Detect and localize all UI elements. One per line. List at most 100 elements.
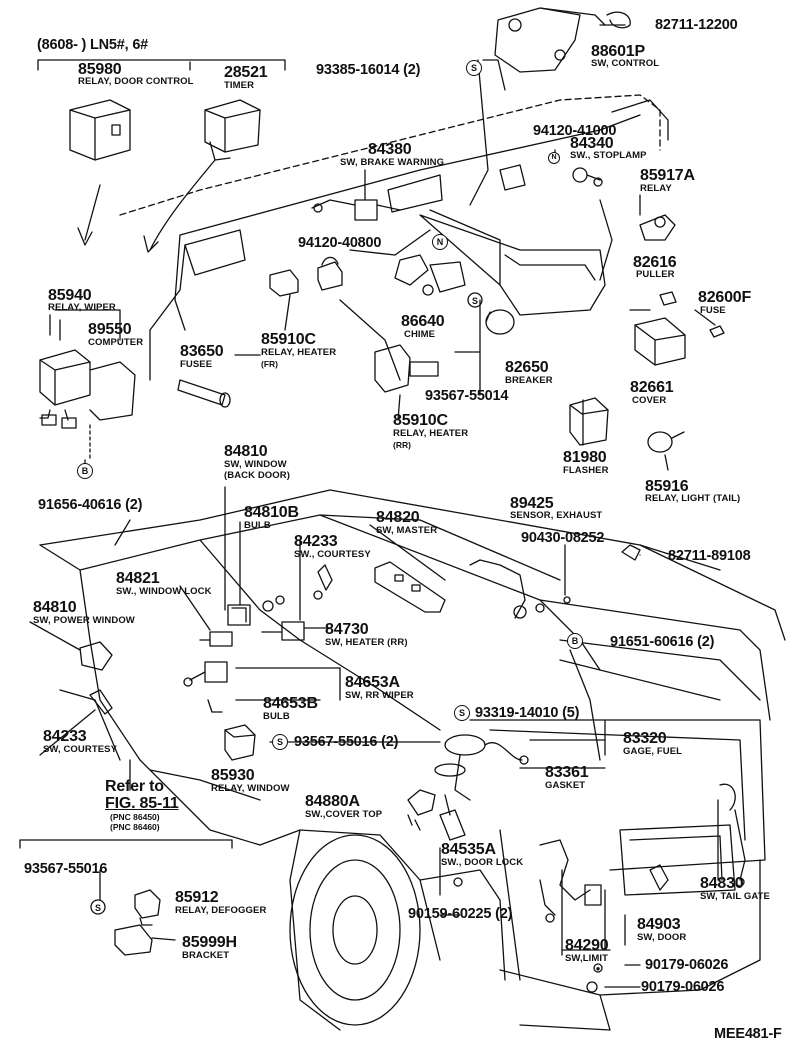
puller-fuse-shape xyxy=(659,291,725,338)
callout-85940-desc: RELAY, WIPER xyxy=(48,302,116,313)
callout-85910c-rr-number: 85910C xyxy=(393,412,448,429)
callout-85910c-fr-sub: (FR) xyxy=(261,359,278,369)
callout-83650-number: 83650 xyxy=(180,343,224,360)
callout-84290-number: 84290 xyxy=(565,937,609,954)
refer-line1: Refer to xyxy=(105,778,164,795)
callout-84535a-desc: SW., DOOR LOCK xyxy=(441,857,524,868)
callout-85910c-rr-sub: (RR) xyxy=(393,440,411,450)
callout-91656-number: 91656-40616 (2) xyxy=(38,497,143,513)
callout-90159-number: 90159-60225 (2) xyxy=(408,906,513,922)
callout-84340-desc: SW., STOPLAMP xyxy=(570,150,647,161)
svg-text:S: S xyxy=(95,903,101,913)
callout-brackets xyxy=(19,149,719,988)
leader xyxy=(54,309,121,341)
callout-84903-number: 84903 xyxy=(637,916,681,933)
relay-85917a-shape xyxy=(639,214,676,241)
chime-shape xyxy=(394,254,466,296)
callout-83320-desc: GAGE, FUEL xyxy=(623,746,683,757)
callout-85999h-desc: BRACKET xyxy=(182,950,230,961)
bulb-84810b-shape xyxy=(262,595,285,612)
callout-90179-a-number: 90179-06026 xyxy=(645,957,729,973)
callout-88601p-desc: SW, CONTROL xyxy=(591,58,660,69)
callout-81980-number: 81980 xyxy=(563,449,607,466)
rr-wiper-switch-shape xyxy=(183,661,228,687)
callout-82600f-desc: FUSE xyxy=(700,305,726,316)
callout-83320-number: 83320 xyxy=(623,730,667,747)
callout-84820-number: 84820 xyxy=(376,509,420,526)
courtesy-switch-low-shape xyxy=(89,689,113,715)
callout-84810b-number: 84810B xyxy=(244,504,299,521)
flasher-shape xyxy=(569,397,609,446)
header-range: (8608- ) LN5#, 6# xyxy=(37,37,149,53)
callout-82661-desc: COVER xyxy=(632,395,667,406)
callout-85910c-fr-desc: RELAY, HEATER xyxy=(261,347,337,358)
callout-85910c-fr-number: 85910C xyxy=(261,331,316,348)
callout-93319-number: 93319-14010 (5) xyxy=(475,705,580,721)
stoplamp-switch-shape xyxy=(572,167,603,187)
callout-94120-41000-number: 94120-41000 xyxy=(533,123,617,139)
tail-gate-switch-shape xyxy=(719,783,746,887)
callout-82616-number: 82616 xyxy=(633,254,677,271)
bolt-90179-b xyxy=(586,981,598,993)
callout-82616-desc: PULLER xyxy=(636,269,675,280)
leader xyxy=(284,294,291,331)
bolt-b-icon: B xyxy=(77,463,93,479)
callout-83361-desc: GASKET xyxy=(545,780,586,791)
callout-89425-number: 89425 xyxy=(510,495,554,512)
screw-symbol xyxy=(467,292,483,308)
callout-84810-back-sub: (BACK DOOR) xyxy=(224,470,291,481)
fuse-cover-shape xyxy=(634,317,686,366)
callout-85930-desc: RELAY, WINDOW xyxy=(211,783,290,794)
callout-84233-top-desc: SW., COURTESY xyxy=(294,549,371,560)
callout-85930-number: 85930 xyxy=(211,767,255,784)
bulb-84653b-shape xyxy=(207,699,223,713)
bolt-symbol xyxy=(563,596,571,604)
callout-84290-desc: SW,LIMIT xyxy=(565,953,609,964)
callout-83650-desc: FUSEE xyxy=(180,359,213,370)
exhaust-sensor-shape xyxy=(469,559,545,619)
callout-85917a-desc: RELAY xyxy=(640,183,672,194)
master-switch-shape xyxy=(374,561,446,613)
pointer-arrows xyxy=(77,159,216,253)
refer-sub1: (PNC 86450) xyxy=(110,812,160,822)
callout-82600f-number: 82600F xyxy=(698,289,752,306)
callout-84821-number: 84821 xyxy=(116,570,160,587)
screw-symbol-low xyxy=(90,899,106,915)
nut-n-icon: N xyxy=(432,234,448,250)
tail-relay-shape xyxy=(647,431,685,453)
relay-door-control-shape xyxy=(69,99,131,161)
callout-84380-desc: SW, BRAKE WARNING xyxy=(340,157,445,168)
fusee-shape xyxy=(177,379,231,408)
callout-84380-number: 84380 xyxy=(368,141,412,158)
callout-85980-number: 85980 xyxy=(78,61,122,78)
heater-switch-rr-shape xyxy=(261,621,305,641)
callout-82650-desc: BREAKER xyxy=(505,375,553,386)
callout-82711-12200-number: 82711-12200 xyxy=(655,17,738,33)
screw-s-icon: S xyxy=(272,734,288,750)
svg-text:●: ● xyxy=(596,964,601,973)
callout-84903-desc: SW, DOOR xyxy=(637,932,687,943)
callout-89550-desc: COMPUTER xyxy=(88,337,144,348)
callout-86640-number: 86640 xyxy=(401,313,445,330)
defogger-relay-shape xyxy=(134,889,161,926)
footer-code: MEE481-F xyxy=(714,1026,782,1042)
callout-85917a-number: 85917A xyxy=(640,167,695,184)
bolt-90159 xyxy=(453,877,463,887)
callout-84810-back-number: 84810 xyxy=(224,443,268,460)
callout-85999h-number: 85999H xyxy=(182,934,237,951)
callout-93567-55016-low-number: 93567-55016 xyxy=(24,861,108,877)
callout-89550-number: 89550 xyxy=(88,321,132,338)
callout-93385-16014-number: 93385-16014 (2) xyxy=(316,62,421,78)
callout-84730-desc: SW, HEATER (RR) xyxy=(325,637,408,648)
callout-93567-55016-mid-number: 93567-55016 (2) xyxy=(294,734,399,750)
window-relay-shape xyxy=(224,724,256,761)
callout-84653a-number: 84653A xyxy=(345,674,400,691)
callout-84821-desc: SW., WINDOW LOCK xyxy=(116,586,212,597)
refer-line2: FIG. 85-11 xyxy=(105,795,179,812)
screw-letter: S xyxy=(472,296,478,306)
callout-90179-b-number: 90179-06026 xyxy=(641,979,725,995)
bolt-b-icon: B xyxy=(567,633,583,649)
callout-93567-55014-number: 93567-55014 xyxy=(425,388,509,404)
callout-91651-number: 91651-60616 (2) xyxy=(610,634,715,650)
